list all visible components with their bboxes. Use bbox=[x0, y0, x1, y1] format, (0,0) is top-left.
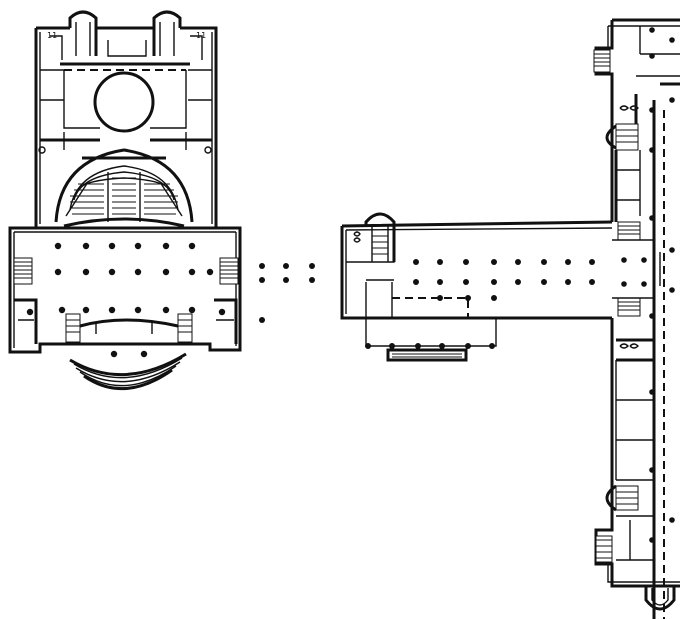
column-dot bbox=[188, 268, 196, 276]
column-dot bbox=[669, 37, 675, 43]
middle-wing bbox=[340, 212, 613, 362]
column-dot bbox=[54, 268, 62, 276]
column-dot bbox=[463, 279, 469, 285]
column-dot bbox=[134, 242, 142, 250]
column-dot bbox=[649, 27, 655, 33]
column-dot bbox=[162, 268, 170, 276]
column-dot bbox=[389, 343, 395, 349]
room-mark-left: 11 bbox=[47, 31, 57, 40]
column-dot bbox=[26, 308, 34, 316]
column-dot bbox=[565, 259, 571, 265]
column-dot bbox=[82, 242, 90, 250]
column-dot bbox=[259, 317, 265, 323]
column-dot bbox=[82, 268, 90, 276]
column-dot bbox=[283, 277, 289, 283]
column-dot bbox=[110, 350, 118, 358]
column-dot bbox=[283, 263, 289, 269]
columned-foyer bbox=[8, 226, 242, 391]
column-dot bbox=[309, 277, 315, 283]
auditorium-block bbox=[34, 10, 218, 228]
column-dot bbox=[134, 306, 142, 314]
column-dot bbox=[259, 263, 265, 269]
column-dot bbox=[649, 313, 655, 319]
column-dot bbox=[162, 306, 170, 314]
column-dot bbox=[515, 259, 521, 265]
column-dot bbox=[108, 268, 116, 276]
column-dot bbox=[649, 107, 655, 113]
column-dot bbox=[437, 259, 443, 265]
column-dot bbox=[491, 279, 497, 285]
column-dot bbox=[218, 308, 226, 316]
column-dot bbox=[649, 215, 655, 221]
column-dot bbox=[439, 343, 445, 349]
column-dot bbox=[58, 306, 66, 314]
column-dot bbox=[437, 279, 443, 285]
column-dot bbox=[649, 389, 655, 395]
column-dot bbox=[365, 343, 371, 349]
long-block-columns bbox=[621, 27, 675, 543]
column-dot bbox=[188, 242, 196, 250]
column-dot bbox=[669, 97, 675, 103]
column-dot bbox=[649, 147, 655, 153]
column-dot bbox=[188, 306, 196, 314]
column-dot bbox=[415, 343, 421, 349]
column-dot bbox=[669, 517, 675, 523]
column-dot bbox=[621, 257, 627, 263]
column-dot bbox=[621, 281, 627, 287]
column-dot bbox=[463, 259, 469, 265]
long-block bbox=[593, 18, 680, 619]
room-mark-right: 11 bbox=[196, 31, 206, 40]
column-dot bbox=[259, 277, 265, 283]
column-dot bbox=[465, 295, 471, 301]
column-dot bbox=[541, 259, 547, 265]
column-dot bbox=[162, 242, 170, 250]
column-dot bbox=[541, 279, 547, 285]
connecting-colonnade-dots bbox=[259, 263, 315, 323]
column-dot bbox=[589, 279, 595, 285]
column-dot bbox=[206, 268, 214, 276]
column-dot bbox=[309, 263, 315, 269]
column-dot bbox=[489, 343, 495, 349]
column-dot bbox=[82, 306, 90, 314]
column-dot bbox=[641, 257, 647, 263]
middle-wing-columns bbox=[365, 259, 595, 349]
column-dot bbox=[589, 259, 595, 265]
column-dot bbox=[491, 295, 497, 301]
column-dot bbox=[108, 242, 116, 250]
column-dot bbox=[565, 279, 571, 285]
column-dot bbox=[134, 268, 142, 276]
column-dot bbox=[140, 350, 148, 358]
foyer-columns bbox=[26, 242, 226, 358]
column-dot bbox=[108, 306, 116, 314]
column-dot bbox=[649, 467, 655, 473]
column-dot bbox=[669, 247, 675, 253]
column-dot bbox=[649, 53, 655, 59]
column-dot bbox=[669, 287, 675, 293]
column-dot bbox=[641, 281, 647, 287]
column-dot bbox=[437, 295, 443, 301]
column-dot bbox=[54, 242, 62, 250]
column-dot bbox=[465, 343, 471, 349]
column-dot bbox=[515, 279, 521, 285]
column-dot bbox=[413, 259, 419, 265]
column-dot bbox=[491, 259, 497, 265]
column-dot bbox=[649, 537, 655, 543]
column-dot bbox=[413, 279, 419, 285]
